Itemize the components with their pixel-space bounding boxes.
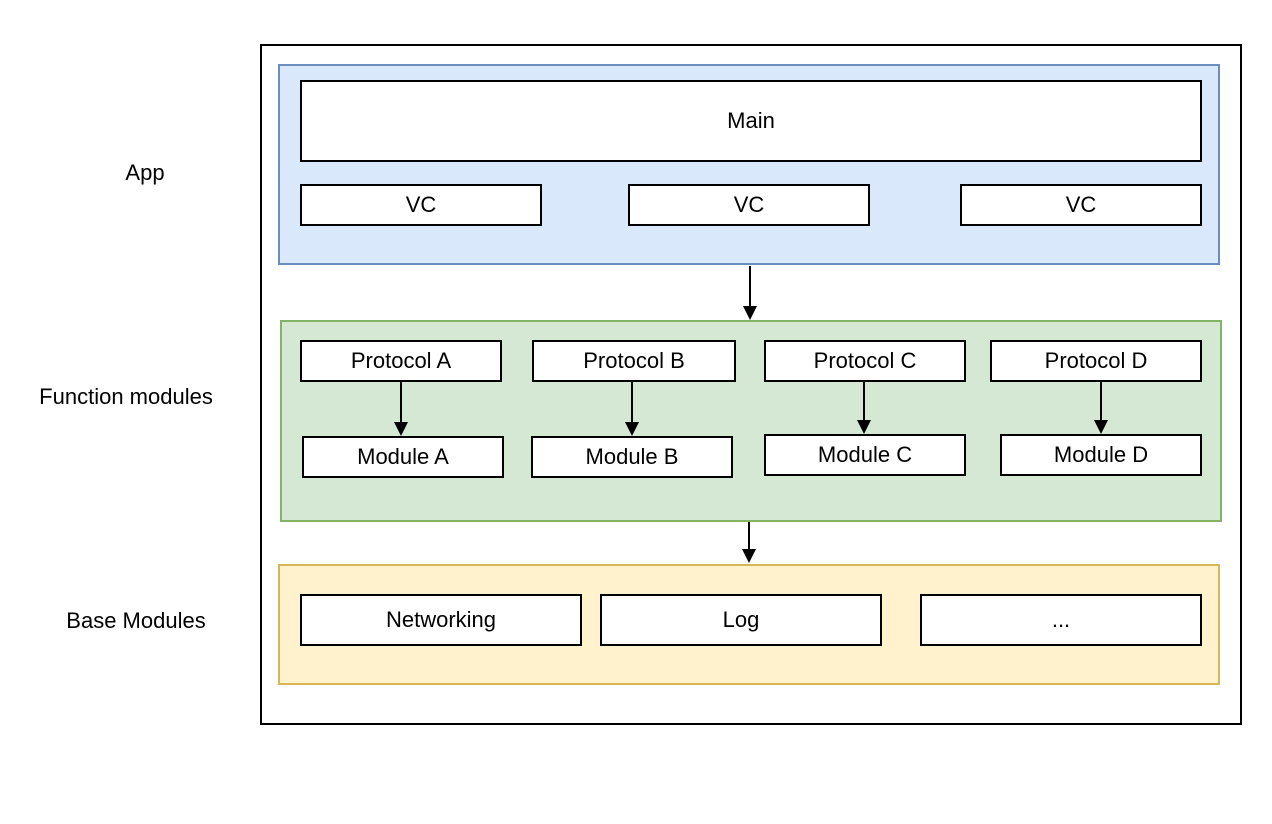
protocol-c-box: Protocol C — [764, 340, 966, 382]
vc-box: VC — [300, 184, 542, 226]
function-modules-layer-label: Function modules — [39, 384, 213, 409]
networking-box: Networking — [300, 594, 582, 646]
protocol-b-box: Protocol B — [532, 340, 736, 382]
vc-box: VC — [628, 184, 870, 226]
base-modules-layer-label: Base Modules — [66, 608, 206, 633]
main-box: Main — [300, 80, 1202, 162]
module-a-box: Module A — [302, 436, 504, 478]
protocol-a-box: Protocol A — [300, 340, 502, 382]
module-c-box: Module C — [764, 434, 966, 476]
protocol-d-box: Protocol D — [990, 340, 1202, 382]
vc-box: VC — [960, 184, 1202, 226]
module-b-box: Module B — [531, 436, 733, 478]
app-layer-label: App — [125, 160, 165, 185]
module-d-box: Module D — [1000, 434, 1202, 476]
log-box: Log — [600, 594, 882, 646]
more-modules-box: ... — [920, 594, 1202, 646]
